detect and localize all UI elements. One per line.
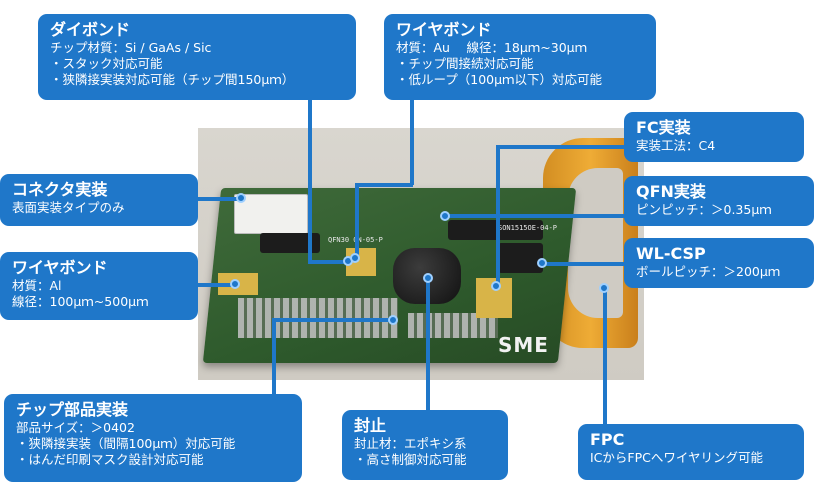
callout-wire-bond-au-line-3: ・低ループ（100μｍ以下）対応可能 [396, 72, 603, 87]
dot-fc [491, 281, 501, 291]
dot-qfn [440, 211, 450, 221]
callout-fpc-title: FPC [590, 430, 625, 449]
dot-sealing [423, 273, 433, 283]
dot-connector [236, 193, 246, 203]
callout-sealing: 封止 封止材：エポキシ系 ・高さ制御対応可能 [342, 410, 508, 480]
callout-wlcsp-title: WL-CSP [636, 244, 706, 263]
callout-fc-line-1: 実装工法：C4 [636, 138, 716, 153]
callout-wire-bond-al-line-1: 材質：Al [12, 278, 62, 293]
callout-wire-bond-au-line-2: ・チップ間接続対応可能 [396, 56, 534, 71]
callout-die-bond: ダイボンド チップ材質：Si / GaAs / Sic ・スタック対応可能 ・狭… [38, 14, 356, 100]
callout-wire-bond-al-title: ワイヤボンド [12, 258, 108, 277]
callout-chip-parts-line-1: 部品サイズ：＞0402 [16, 420, 135, 435]
leader-wire-al [196, 283, 232, 287]
leader-die-bond-h [308, 260, 348, 264]
callout-sealing-line-1: 封止材：エポキシ系 [354, 436, 467, 451]
leader-chip-parts-h [272, 318, 392, 322]
leader-wlcsp [540, 262, 625, 266]
callout-wlcsp: WL-CSP ボールピッチ：＞200μｍ [624, 238, 814, 288]
callout-chip-parts-line-2: ・狭隣接実装（間隔100μｍ）対応可能 [16, 436, 236, 451]
callout-chip-parts: チップ部品実装 部品サイズ：＞0402 ・狭隣接実装（間隔100μｍ）対応可能 … [4, 394, 302, 482]
callout-die-bond-line-1: チップ材質：Si / GaAs / Sic [50, 40, 212, 55]
callout-die-bond-title: ダイボンド [50, 20, 131, 39]
dot-wire-al [230, 279, 240, 289]
leader-fc [496, 145, 624, 149]
callout-fpc-line-1: ICからFPCへワイヤリング可能 [590, 450, 763, 465]
callout-sealing-title: 封止 [354, 416, 387, 435]
leader-die-bond [308, 98, 312, 263]
callout-wire-bond-au-line-1: 材質：Au 線径：18μｍ~30μｍ [396, 40, 588, 55]
leader-wire-au-v2 [355, 183, 359, 258]
callout-connector: コネクタ実装 表面実装タイプのみ [0, 174, 198, 226]
callout-chip-parts-line-3: ・はんだ印刷マスク設計対応可能 [16, 452, 204, 467]
callout-chip-parts-title: チップ部品実装 [16, 400, 129, 419]
fpc-ribbon-gap [568, 168, 623, 318]
leader-qfn [445, 214, 625, 218]
callout-sealing-line-2: ・高さ制御対応可能 [354, 452, 467, 467]
leader-fpc [603, 288, 607, 426]
callout-fpc: FPC ICからFPCへワイヤリング可能 [578, 424, 804, 480]
callout-wire-bond-au-title: ワイヤボンド [396, 20, 492, 39]
callout-qfn-line-1: ピンピッチ：＞0.35μｍ [636, 202, 772, 217]
callout-die-bond-line-3: ・狭隣接実装対応可能（チップ間150μｍ） [50, 72, 295, 87]
small-ic-row [260, 233, 320, 253]
callout-qfn-title: QFN実装 [636, 182, 706, 201]
module-photo: QFN30 0N-05-P SON1515OE-04-P SME [198, 128, 644, 380]
callout-fc-title: FC実装 [636, 118, 691, 137]
callout-wire-bond-al-line-2: 線径：100μｍ~500μｍ [12, 294, 149, 309]
silk-son-label: SON1515OE-04-P [498, 224, 558, 232]
callout-connector-title: コネクタ実装 [12, 180, 108, 199]
leader-sealing [426, 278, 430, 410]
leader-connector [196, 197, 240, 201]
callout-connector-line-1: 表面実装タイプのみ [12, 200, 125, 215]
dot-wire-au [350, 253, 360, 263]
dot-fpc [599, 283, 609, 293]
leader-wire-au [410, 100, 414, 185]
callout-fc: FC実装 実装工法：C4 [624, 112, 804, 162]
callout-wire-bond-au: ワイヤボンド 材質：Au 線径：18μｍ~30μｍ ・チップ間接続対応可能 ・低… [384, 14, 656, 100]
callout-die-bond-line-2: ・スタック対応可能 [50, 56, 163, 71]
callout-wlcsp-line-1: ボールピッチ：＞200μｍ [636, 264, 781, 279]
leader-wire-au-h [355, 183, 413, 187]
sme-logo: SME [498, 333, 549, 357]
callout-wire-bond-al: ワイヤボンド 材質：Al 線径：100μｍ~500μｍ [0, 252, 198, 320]
leader-chip-parts [272, 318, 276, 396]
connector-part [234, 194, 308, 234]
dot-chip-parts [388, 315, 398, 325]
dot-wlcsp [537, 258, 547, 268]
qfn-chip-row [448, 220, 543, 240]
callout-qfn: QFN実装 ピンピッチ：＞0.35μｍ [624, 176, 814, 226]
wlcsp-chip [498, 243, 543, 273]
